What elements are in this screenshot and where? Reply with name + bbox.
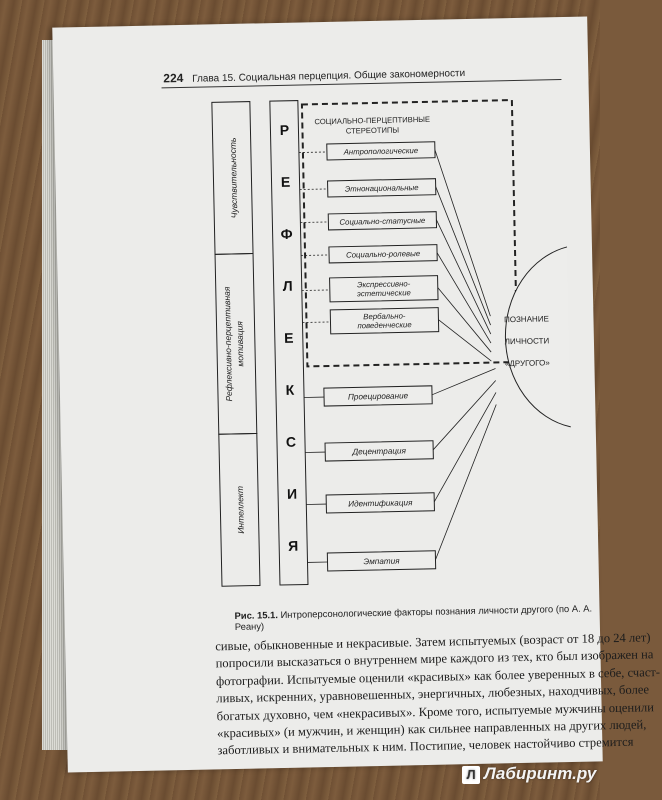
process-box — [325, 492, 435, 514]
connector-line — [432, 380, 497, 451]
reflexion-letter: Е — [284, 330, 294, 346]
stereotype-label: Антропологические — [343, 146, 419, 157]
stereotypes-title-1: СОЦИАЛЬНО-ПЕРЦЕПТИВНЫЕ — [314, 115, 430, 126]
reflexion-letter: Я — [288, 538, 298, 554]
reflexion-letter: Е — [281, 174, 291, 190]
stereotype-label: эстетические — [357, 288, 412, 298]
labyrinth-logo-icon: Л — [462, 766, 480, 784]
reflexion-letter: Ф — [280, 226, 292, 242]
connector-line — [435, 404, 497, 560]
stereotype-label: Социально-статусные — [339, 216, 426, 227]
stereotypes-frame — [300, 99, 519, 368]
stereotype-box — [329, 275, 439, 303]
connector-line — [301, 289, 330, 291]
stereotype-label: Этнонациональные — [345, 183, 420, 194]
process-boxes: ПроецированиеДецентрацияИдентификацияЭмп… — [323, 385, 437, 572]
reflexion-letter: К — [285, 382, 294, 398]
stereotype-box — [327, 211, 438, 231]
reflexion-letter: И — [287, 486, 297, 502]
process-box — [324, 440, 434, 462]
stereotype-box — [326, 141, 436, 161]
bar-motivation-label-2: мотивация — [234, 321, 245, 367]
stereotype-box — [327, 178, 437, 198]
stereotypes-title-2: СТЕРЕОТИПЫ — [346, 125, 400, 135]
bar-motivation-label-1: Рефлексивно-перцептивная — [222, 286, 234, 401]
connector-line — [436, 219, 492, 335]
stereotype-box — [329, 307, 440, 335]
bar-sensitivity-label: Чувствительность — [228, 137, 240, 218]
process-label: Эмпатия — [363, 557, 400, 567]
stereotype-label: поведенческие — [357, 320, 412, 330]
connector-line — [436, 252, 492, 344]
figure-diagram: Чувствительность Рефлексивно-перцептивна… — [211, 99, 571, 587]
stereotype-box — [328, 244, 438, 264]
process-label: Идентификация — [348, 498, 413, 508]
target-line-3: «ДРУГОГО» — [505, 358, 550, 368]
connector-line — [435, 186, 491, 326]
process-box — [326, 550, 437, 572]
book-page: 224 Глава 15. Социальная перцепция. Общи… — [52, 16, 660, 773]
reflexion-letter: Л — [283, 278, 293, 294]
connector-line — [437, 287, 492, 353]
connector-line — [299, 188, 328, 190]
connector-line — [431, 368, 496, 396]
stereotype-boxes: АнтропологическиеЭтнонациональныеСоциаль… — [326, 141, 440, 335]
body-text: сивые, обыкновенные и некрасивые. Затем … — [215, 629, 660, 760]
process-label: Проецирование — [348, 391, 409, 401]
reflexion-letter: С — [286, 434, 296, 450]
stereotype-label: Вербально- — [363, 311, 406, 321]
reflexion-letters: Р Е Ф Л Е К С И Я — [280, 122, 299, 554]
connector-line — [434, 149, 491, 317]
bar-intellect-label: Интеллект — [235, 486, 246, 534]
stereotype-label: Социально-ролевые — [346, 249, 421, 260]
connector-line — [438, 319, 492, 362]
cognition-target — [504, 246, 571, 428]
watermark-text: Лабиринт.ру — [484, 764, 597, 783]
reflexion-letter: Р — [280, 122, 290, 138]
stereotype-label: Экспрессивно- — [357, 279, 411, 289]
bar-intellect — [218, 432, 261, 587]
target-line-1: ПОЗНАНИЕ — [504, 314, 549, 324]
process-label: Децентрация — [351, 446, 406, 456]
target-line-2: ЛИЧНОСТИ — [505, 336, 550, 346]
caption-prefix: Рис. 15.1. — [234, 609, 279, 621]
reflexion-column — [269, 100, 309, 586]
connector-line — [433, 392, 497, 502]
process-box — [323, 385, 433, 407]
